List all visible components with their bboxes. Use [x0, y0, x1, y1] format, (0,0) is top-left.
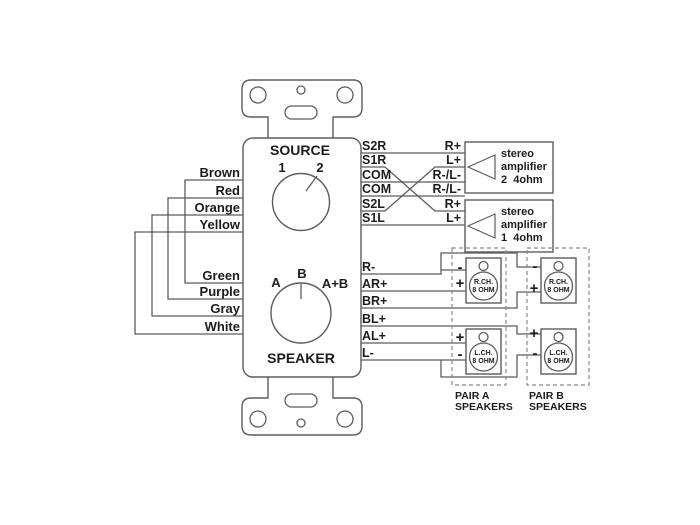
amplifier-1-text-line1: stereo	[501, 206, 534, 218]
top-mounting-slot	[284, 105, 318, 120]
amp-input-label-com-amp1: R-/L-	[433, 182, 461, 196]
speaker-channel-label: L.CH.	[474, 350, 492, 357]
amplifier-2-text-line2: amplifier	[501, 161, 548, 173]
stereo-amplifier-2-box: stereo amplifier 2 4ohm	[464, 141, 554, 194]
speaker-knob-title: SPEAKER	[267, 350, 335, 366]
speaker-terminal-hole	[478, 331, 489, 343]
wire-bl-plus	[361, 325, 541, 335]
wire-label-green: Green	[202, 268, 240, 283]
wire-label-purple: Purple	[200, 284, 240, 299]
speaker-pair-b-right-channel: R.CH. 8 OHM	[540, 257, 577, 304]
wire-label-yellow: Yellow	[200, 217, 241, 232]
amplifier-1-outline	[464, 199, 554, 253]
source-knob-title: SOURCE	[270, 142, 330, 158]
jumper-wire-orange-gray	[151, 214, 243, 317]
speaker-driver-circle	[468, 271, 499, 301]
speaker-position-b-label: B	[297, 266, 306, 281]
stereo-amplifier-1-box: stereo amplifier 1 4ohm	[464, 199, 554, 253]
pair-a-group-outline	[451, 247, 507, 386]
terminal-label-al-plus: AL+	[362, 329, 386, 343]
speaker-knob[interactable]	[270, 282, 332, 344]
speaker-driver-circle	[468, 342, 499, 372]
speaker-terminal-hole	[478, 260, 489, 272]
polarity-sign-pair-a-lch-plus: +	[456, 329, 465, 346]
pair-a-caption-line1: PAIR A	[455, 390, 490, 402]
bottom-mounting-slot	[284, 393, 318, 408]
wire-label-orange: Orange	[194, 200, 240, 215]
terminal-label-s1l: S1L	[362, 211, 385, 225]
terminal-label-com2: COM	[362, 182, 391, 196]
amplifier-triangle-icon	[466, 213, 496, 239]
amp-input-label-l+-amp2: L+	[446, 153, 461, 167]
speaker-driver-circle	[543, 271, 574, 301]
speaker-impedance-label: 8 OHM	[472, 287, 494, 294]
source-knob[interactable]	[271, 172, 331, 232]
bottom-right-screw-hole	[336, 410, 354, 428]
bottom-left-screw-hole	[249, 410, 267, 428]
polarity-sign-pair-b-lch-plus: +	[530, 325, 539, 342]
speaker-driver-circle	[543, 342, 574, 372]
pair-a-caption-line2: SPEAKERS	[455, 401, 513, 413]
terminal-label-bl-plus: BL+	[362, 312, 386, 326]
amp-input-label-l+-amp1: L+	[446, 211, 461, 225]
amplifier-triangle-icon	[466, 154, 496, 180]
wire-br-plus	[361, 291, 541, 309]
amp-input-label-r+-amp2: R+	[445, 139, 461, 153]
jumper-wire-red-purple	[167, 197, 243, 300]
source-position-1-label: 1	[278, 160, 285, 175]
bottom-pilot-hole	[296, 418, 306, 428]
speaker-pair-a-left-channel: L.CH. 8 OHM	[465, 328, 502, 375]
terminal-label-s1r: S1R	[362, 153, 386, 167]
wire-r-minus	[361, 252, 541, 275]
wire-label-brown: Brown	[200, 165, 241, 180]
speaker-channel-label: R.CH.	[549, 279, 568, 286]
jumper-wire-yellow-white	[134, 231, 243, 335]
source-knob-pointer	[305, 175, 318, 192]
terminal-label-r-minus: R-	[362, 260, 375, 274]
speaker-position-ab-label: A+B	[322, 276, 348, 291]
speaker-impedance-label: 8 OHM	[472, 358, 494, 365]
speaker-impedance-label: 8 OHM	[547, 287, 569, 294]
wire-label-gray: Gray	[210, 301, 240, 316]
polarity-sign-pair-b-lch-minus: -	[533, 345, 538, 362]
terminal-label-s2r: S2R	[362, 139, 386, 153]
terminal-label-s2l: S2L	[362, 197, 385, 211]
speaker-knob-dial[interactable]	[270, 282, 332, 344]
amplifier-1-text-line3: 1 4ohm	[501, 232, 543, 244]
polarity-sign-pair-a-rch-minus: -	[458, 259, 463, 276]
polarity-sign-pair-b-rch-minus: -	[533, 258, 538, 275]
speaker-pair-b-left-channel: L.CH. 8 OHM	[540, 328, 577, 375]
speaker-pair-a-right-channel: R.CH. 8 OHM	[465, 257, 502, 304]
amplifier-2-text-line3: 2 4ohm	[501, 174, 543, 186]
wire-label-red: Red	[215, 183, 240, 198]
top-left-screw-hole	[249, 86, 267, 104]
amplifier-1-text-line2: amplifier	[501, 219, 548, 231]
pair-b-group-outline	[526, 247, 590, 386]
amp-input-label-com-amp2: R-/L-	[433, 168, 461, 182]
top-pilot-hole	[296, 85, 306, 95]
pair-b-caption-line1: PAIR B	[529, 390, 564, 402]
terminal-label-br-plus: BR+	[362, 294, 387, 308]
polarity-sign-pair-b-rch-plus: +	[530, 280, 539, 297]
speaker-impedance-label: 8 OHM	[547, 358, 569, 365]
source-knob-dial[interactable]	[271, 172, 331, 232]
wire-l-minus	[361, 354, 541, 378]
amplifier-2-text-line1: stereo	[501, 148, 534, 160]
terminal-label-ar-plus: AR+	[362, 277, 387, 291]
amp-input-label-r+-amp1: R+	[445, 197, 461, 211]
speaker-position-a-label: A	[271, 275, 281, 290]
polarity-sign-pair-a-lch-minus: -	[458, 346, 463, 363]
speaker-terminal-hole	[553, 331, 564, 343]
wire-label-white: White	[205, 319, 240, 334]
top-right-screw-hole	[336, 86, 354, 104]
speaker-channel-label: R.CH.	[474, 279, 493, 286]
speaker-channel-label: L.CH.	[549, 350, 567, 357]
polarity-sign-pair-a-rch-plus: +	[456, 275, 465, 292]
source-position-2-label: 2	[316, 160, 323, 175]
terminal-label-l-minus: L-	[362, 346, 374, 360]
speaker-terminal-hole	[553, 260, 564, 272]
terminal-label-com1: COM	[362, 168, 391, 182]
pair-b-caption-line2: SPEAKERS	[529, 401, 587, 413]
wire-s2l-to-amp2-l+	[361, 166, 465, 212]
